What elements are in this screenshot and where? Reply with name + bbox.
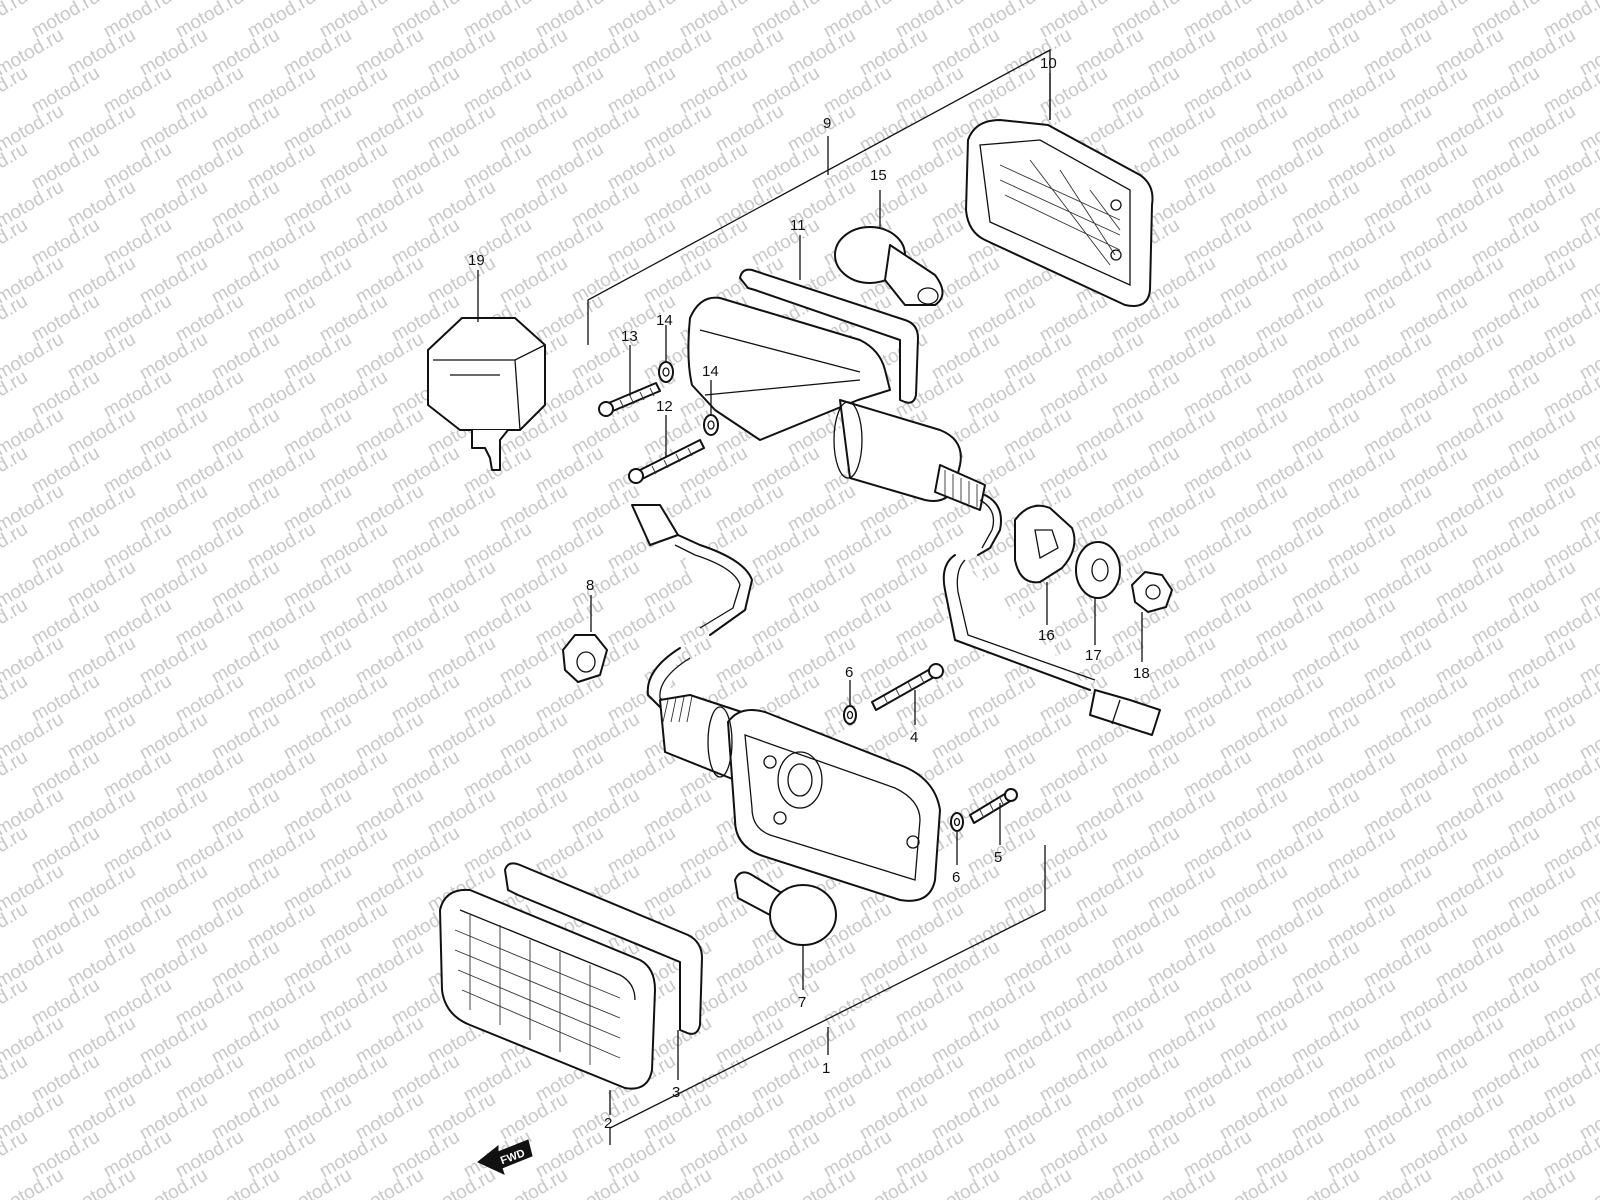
watermark-text: motod.ru <box>0 443 31 499</box>
callout-14b: 14 <box>702 363 719 380</box>
watermark-text: motod.ru <box>0 367 31 423</box>
callout-4: 4 <box>910 729 918 746</box>
watermark-text: motod.ru <box>0 975 31 1031</box>
callout-8: 8 <box>586 577 594 594</box>
callout-15: 15 <box>870 167 887 184</box>
watermark-text: motod.ru <box>0 291 31 347</box>
callout-18: 18 <box>1133 665 1150 682</box>
callout-19: 19 <box>468 252 485 269</box>
callout-7: 7 <box>798 994 806 1011</box>
watermark-text: motod.ru <box>856 1165 931 1200</box>
watermark-text: motod.ru <box>0 63 31 119</box>
callout-17: 17 <box>1085 647 1102 664</box>
callout-6b: 6 <box>952 869 960 886</box>
watermark-text: motod.ru <box>208 1165 283 1200</box>
watermark-text: motod.ru <box>0 823 31 879</box>
watermark-text: motod.ru <box>280 1165 355 1200</box>
watermark-text: motod.ru <box>424 1165 499 1200</box>
callout-14a: 14 <box>656 312 673 329</box>
watermark-text: motod.ru <box>928 1165 1003 1200</box>
watermark-text: motod.ru <box>1360 1165 1435 1200</box>
watermark-text: motod.ru <box>1576 1165 1600 1200</box>
callout-9: 9 <box>823 115 831 132</box>
watermark-text: motod.ru <box>1576 0 1600 4</box>
watermark-text: motod.ru <box>0 1051 31 1107</box>
watermark-text: motod.ru <box>1000 1165 1075 1200</box>
watermark-text: motod.ru <box>712 1165 787 1200</box>
watermark-text: motod.ru <box>0 671 31 727</box>
callout-3: 3 <box>672 1084 680 1101</box>
watermark-text: motod.ru <box>136 1165 211 1200</box>
watermark-text: motod.ru <box>1216 1165 1291 1200</box>
callout-1: 1 <box>822 1060 830 1077</box>
callout-11: 11 <box>790 217 806 234</box>
watermark-text: motod.ru <box>0 139 31 195</box>
watermark-text: motod.ru <box>64 1165 139 1200</box>
watermark-text: motod.ru <box>0 215 31 271</box>
callout-12: 12 <box>656 398 673 415</box>
callout-6a: 6 <box>845 664 853 681</box>
watermark-text: motod.ru <box>568 1165 643 1200</box>
watermark-text: motod.ru <box>0 519 31 575</box>
watermark-text: motod.ru <box>1144 1165 1219 1200</box>
callout-16: 16 <box>1038 627 1055 644</box>
watermark-text: motod.ru <box>0 899 31 955</box>
watermark-text: motod.ru <box>1288 1165 1363 1200</box>
watermark-text: motod.ru <box>1072 1165 1147 1200</box>
watermark-text: motod.ru <box>496 1165 571 1200</box>
watermark-text: motod.ru <box>352 1165 427 1200</box>
watermark-text: motod.ru <box>0 747 31 803</box>
watermark-text: motod.ru <box>0 0 31 42</box>
watermark-text: motod.ru <box>0 1127 31 1183</box>
callout-13: 13 <box>621 328 638 345</box>
watermark-text: motod.ru <box>784 1165 859 1200</box>
watermark-text: motod.ru <box>0 595 31 651</box>
callout-2: 2 <box>604 1115 612 1132</box>
callout-10: 10 <box>1040 55 1057 72</box>
watermark-text: motod.ru <box>1432 1165 1507 1200</box>
watermark-text: motod.ru <box>1504 1165 1579 1200</box>
watermark-text: motod.ru <box>640 1165 715 1200</box>
callout-5: 5 <box>994 849 1002 866</box>
